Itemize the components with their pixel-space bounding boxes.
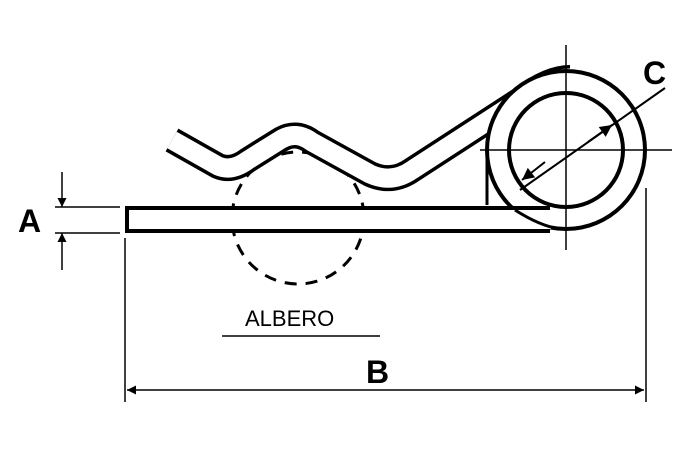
shaft-label: ALBERO xyxy=(245,306,334,331)
clip-straight-leg xyxy=(125,206,561,233)
dimension-a-label: A xyxy=(18,203,41,239)
dimension-b-label: B xyxy=(366,354,389,390)
dimension-b xyxy=(124,188,647,402)
dimension-a xyxy=(55,172,120,270)
dimension-c-label: C xyxy=(643,55,666,91)
